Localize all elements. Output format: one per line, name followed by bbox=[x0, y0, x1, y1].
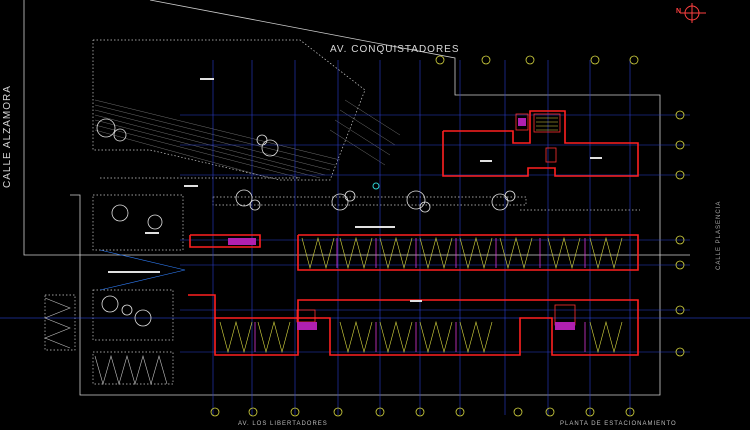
stairs bbox=[296, 113, 576, 326]
site-marker-icon bbox=[372, 182, 380, 190]
street-label-top: AV. CONQUISTADORES bbox=[330, 44, 460, 55]
street-parking bbox=[44, 249, 186, 386]
stall-dividers bbox=[254, 238, 586, 352]
north-arrow-icon bbox=[680, 3, 706, 23]
street-label-left: CALLE ALZAMORA bbox=[2, 85, 13, 188]
trees bbox=[96, 118, 516, 327]
street-label-bottom: AV. LOS LIBERTADORES bbox=[238, 421, 328, 427]
drawing-title: PLANTA DE ESTACIONAMIENTO bbox=[560, 421, 677, 427]
grid-bubbles bbox=[210, 55, 685, 417]
street-label-right: CALLE PLASENCIA bbox=[716, 200, 722, 270]
entry-hatches bbox=[228, 118, 575, 330]
property-boundary bbox=[23, 0, 690, 396]
stair-treads bbox=[536, 117, 558, 131]
parking-stalls bbox=[219, 236, 623, 354]
plaza-hatch bbox=[94, 99, 401, 179]
north-label: N bbox=[676, 8, 683, 15]
building-walls bbox=[188, 110, 639, 356]
room-tags bbox=[108, 78, 602, 302]
structural-grid bbox=[0, 60, 750, 415]
